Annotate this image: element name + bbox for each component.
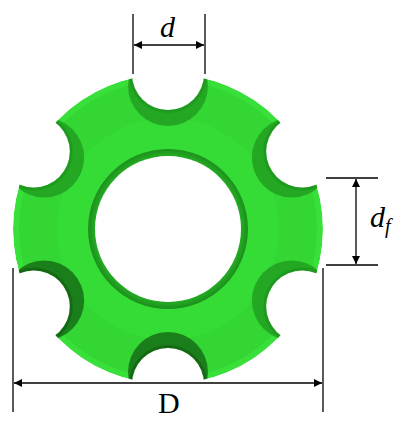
dimension-label: df [370,202,391,236]
dimension-label: d [160,12,175,42]
ring-body [0,35,341,423]
dimension-lines [13,14,378,412]
dimension-label: D [158,388,180,418]
